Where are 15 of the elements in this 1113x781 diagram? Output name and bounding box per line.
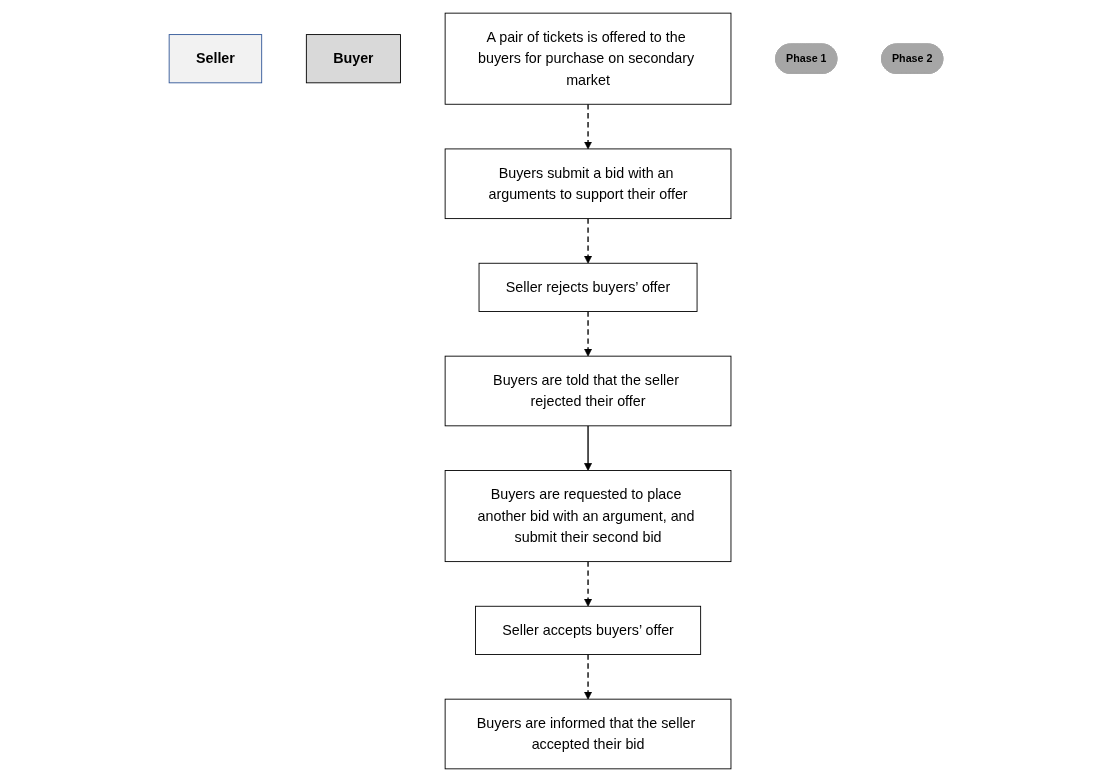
node-box: Buyer xyxy=(306,33,402,83)
arrow xyxy=(584,560,593,607)
node-box: Buyers submit a bid with an arguments to support their offer xyxy=(445,147,732,219)
node-box: Seller xyxy=(169,33,263,83)
node-box: A pair of tickets is offered to the buyers for purchase on secondary market xyxy=(445,12,732,105)
node-box: Buyers are told that the seller rejected their offer xyxy=(445,355,732,426)
node-box: Seller accepts buyers’ offer xyxy=(475,605,702,655)
node-box: Buyers are informed that the seller accepted their bid xyxy=(445,698,732,769)
arrow xyxy=(584,217,593,264)
arrow xyxy=(584,103,593,149)
arrow xyxy=(584,424,593,471)
node-box: Buyers are requested to place another bid with an argument, and submit their second bid xyxy=(445,469,732,562)
arrow xyxy=(584,653,593,699)
arrow xyxy=(584,310,593,356)
node-box: Seller rejects buyers’ offer xyxy=(479,262,698,312)
